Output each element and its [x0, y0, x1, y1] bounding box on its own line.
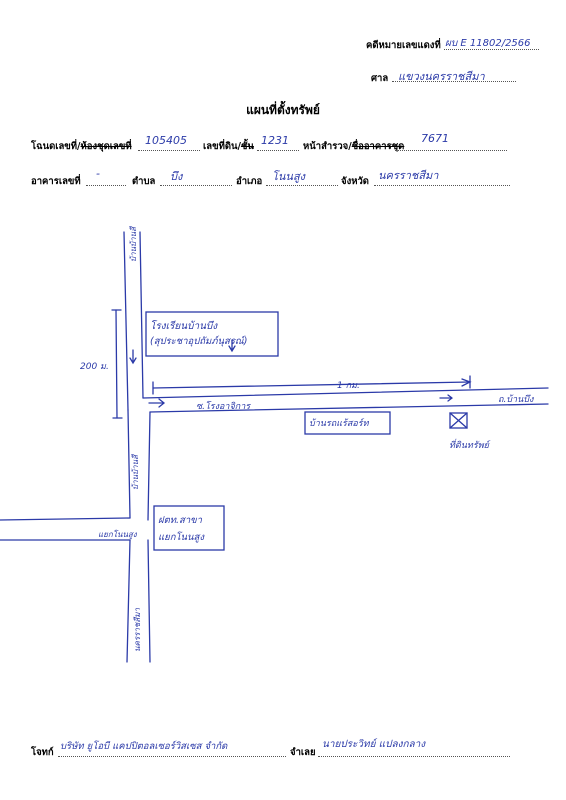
- police-label-line2: แยกโนนสูง: [158, 532, 204, 543]
- dimension-1km-line: [152, 381, 471, 389]
- plaintiff-value: บริษัท ยูโอบี แคปปิตอลเซอร์วิสเซส จำกัด: [60, 741, 228, 752]
- school-label-line2: (สุประชาอุปถัมภ์นุสรณ์): [150, 336, 248, 347]
- court-value: แขวงนครราชสีมา: [398, 70, 485, 83]
- road-south-right-edge: [147, 539, 151, 663]
- arrow-down-right: [228, 339, 236, 353]
- property-label: ที่ดินทรัพย์: [449, 441, 489, 451]
- road-main-label: บ้านบ้านสี: [131, 455, 140, 490]
- deed-value: 105405: [145, 134, 187, 147]
- road-cross-top-edge: [0, 517, 131, 521]
- road-main-right-edge: [147, 411, 151, 521]
- court-underline: [392, 81, 516, 82]
- shop-box: [304, 411, 391, 435]
- road-korat-label: นครราชสีมา: [133, 608, 142, 652]
- province-value: นครราชสีมา: [378, 169, 439, 182]
- district-value: โนนสูง: [272, 170, 306, 183]
- case-number-value: ผบ E 11802/2566: [445, 38, 531, 49]
- court-label: ศาล: [371, 73, 389, 84]
- plaintiff-label: โจทก์: [31, 747, 54, 758]
- district-label: อำเภอ: [236, 176, 263, 187]
- defendant-underline: [318, 756, 510, 757]
- province-underline: [374, 185, 510, 186]
- road-south-left-edge: [126, 539, 131, 663]
- defendant-value: นายประวิทย์ แปลงกลาง: [322, 739, 426, 750]
- land-number-label: เลขที่ดิน/ชั้น: [203, 141, 254, 152]
- road-right-end-label: ถ.บ้านบึง: [498, 395, 534, 405]
- plaintiff-underline: [58, 756, 286, 757]
- road-north-right-edge: [139, 231, 144, 399]
- arrow-down-school: [129, 349, 137, 365]
- road-horizontal-label: ซ.โรงอาจิการ: [196, 402, 251, 412]
- province-label: จังหวัด: [341, 176, 369, 187]
- school-label-line1: โรงเรียนบ้านบึง: [150, 321, 218, 332]
- deed-label: โฉนดเลขที่/ห้องชุดเลขที่: [31, 141, 132, 152]
- road-horizontal-bottom-edge: [149, 403, 549, 413]
- subdistrict-underline: [160, 185, 232, 186]
- page-title: แผนที่ตั้งทรัพย์: [246, 103, 320, 117]
- district-underline: [266, 185, 338, 186]
- shop-label: บ้านรถแร้สอร์ท: [309, 419, 369, 429]
- deed-underline: [138, 150, 200, 151]
- survey-page-label: หน้าสำรวจ/ชื่ออาคารชุด: [303, 141, 405, 152]
- dimension-200m-line: [115, 309, 118, 419]
- case-number-label: คดีหมายเลขแดงที่: [366, 40, 441, 51]
- road-horizontal-top-edge: [142, 387, 549, 399]
- building-underline: [86, 185, 126, 186]
- road-junction-label: แยกโนนสูง: [98, 530, 137, 539]
- survey-underline: [395, 150, 507, 151]
- arrow-right-road: [148, 398, 166, 408]
- subdistrict-value: บึง: [170, 170, 183, 183]
- road-main-left-edge: [127, 409, 131, 519]
- subdistrict-label: ตำบล: [132, 176, 156, 187]
- survey-page-value: 7671: [421, 132, 449, 145]
- arrow-to-property: [439, 394, 454, 402]
- building-number-value: -: [96, 167, 100, 180]
- property-cross: [449, 412, 468, 429]
- land-number-value: 1231: [261, 134, 289, 147]
- road-north-left-edge: [123, 231, 129, 411]
- defendant-label: จำเลย: [290, 747, 316, 758]
- police-label-line1: ฝตท.สาขา: [158, 515, 202, 526]
- distance-200m-label: 200 ม.: [80, 362, 109, 372]
- police-box: [153, 505, 225, 551]
- property-box: [449, 412, 468, 429]
- building-number-label: อาคารเลขที่: [31, 176, 81, 187]
- case-number-underline: [444, 49, 539, 50]
- distance-1km-label: 1 กม.: [337, 381, 360, 391]
- land-underline: [257, 150, 299, 151]
- road-north-label: บ้านบ้านสี: [129, 227, 138, 262]
- school-box: [145, 311, 279, 357]
